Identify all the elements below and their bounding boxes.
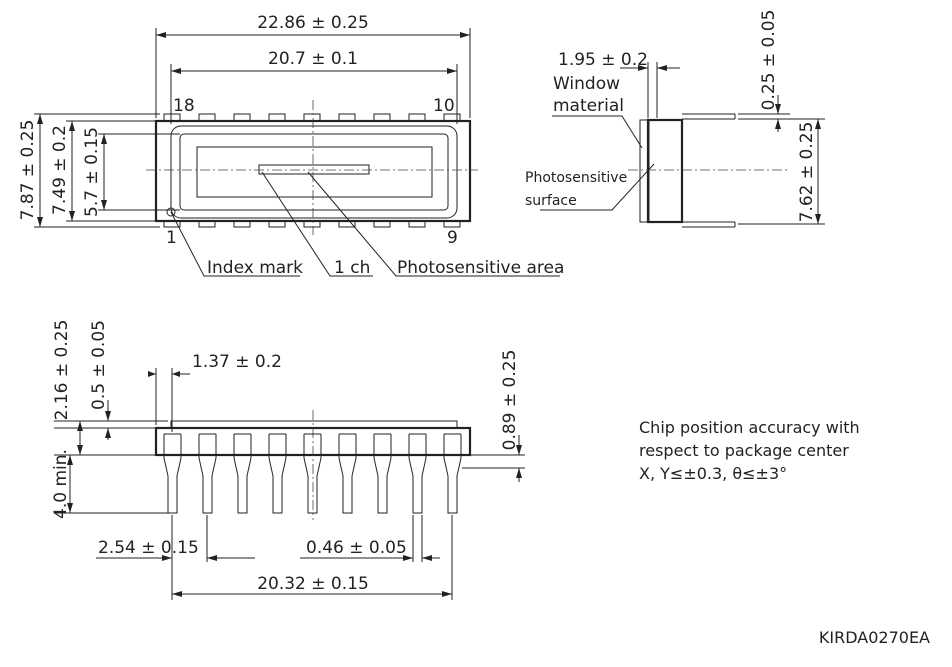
- channel-label: 1 ch: [334, 258, 370, 278]
- dim-cap-thickness: 0.25 ± 0.05: [759, 10, 779, 111]
- photosensitive-area-rect: [258, 164, 370, 175]
- dim-total-width: 7.87 ± 0.25: [18, 120, 38, 221]
- note-line-2: respect to package center: [639, 441, 849, 460]
- drawing-code: KIRDA0270EA: [818, 628, 930, 647]
- window-inner: [179, 133, 449, 211]
- pin-10-label: 10: [433, 96, 455, 116]
- pin-18-label: 18: [173, 96, 195, 116]
- dim-window-width: 5.7 ± 0.15: [82, 127, 102, 217]
- dim-lead-width: 0.46 ± 0.05: [306, 538, 407, 558]
- photosensitive-surface-label-2: surface: [525, 193, 577, 209]
- chip: [196, 146, 433, 198]
- dim-body-length: 20.7 ± 0.1: [268, 49, 358, 69]
- dim-height-total: 2.16 ± 0.25: [52, 320, 72, 421]
- window-outline: [170, 125, 458, 219]
- chip-position-note: Chip position accuracy with respect to p…: [639, 416, 860, 485]
- dim-pin-span: 20.32 ± 0.15: [257, 574, 369, 594]
- side-window: [639, 119, 650, 223]
- pin-9-label: 9: [447, 228, 458, 248]
- dim-body-width: 7.49 ± 0.2: [50, 125, 70, 215]
- dim-overall-length: 22.86 ± 0.25: [257, 13, 369, 33]
- dim-window-height: 0.5 ± 0.05: [89, 320, 109, 410]
- side-body: [646, 118, 684, 224]
- leads: [163, 433, 462, 514]
- side-view: 1.95 ± 0.2 0.25 ± 0.05 7.62 ± 0.25 Windo…: [525, 10, 825, 228]
- window-material-label-1: Window: [553, 74, 620, 94]
- dim-lead-length: 4.0 min.: [51, 449, 71, 519]
- dim-seat-height: 0.89 ± 0.25: [500, 350, 520, 451]
- note-line-3: X, Y≤±0.3, θ≤±3°: [639, 464, 788, 483]
- dim-window-thickness: 1.95 ± 0.2: [558, 50, 648, 70]
- photosensitive-surface-label-1: Photosensitive: [525, 170, 627, 186]
- dim-row-spacing: 7.62 ± 0.25: [797, 122, 817, 223]
- pin-1-label: 1: [166, 228, 177, 248]
- note-line-1: Chip position accuracy with: [639, 418, 860, 437]
- dim-pitch: 2.54 ± 0.15: [98, 538, 199, 558]
- window-material-label-2: material: [553, 96, 624, 116]
- index-mark-label: Index mark: [207, 258, 303, 278]
- front-view: 1.37 ± 0.2 2.16 ± 0.25 0.5 ± 0.05 4.0 mi…: [51, 320, 525, 600]
- top-view: 18 10 1 9 22.86 ± 0.25 20.7 ± 0.1 7.87 ±…: [18, 13, 564, 278]
- index-mark-circle: [166, 207, 176, 217]
- dim-pin-to-edge: 1.37 ± 0.2: [192, 352, 282, 372]
- photosensitive-area-label: Photosensitive area: [397, 258, 564, 278]
